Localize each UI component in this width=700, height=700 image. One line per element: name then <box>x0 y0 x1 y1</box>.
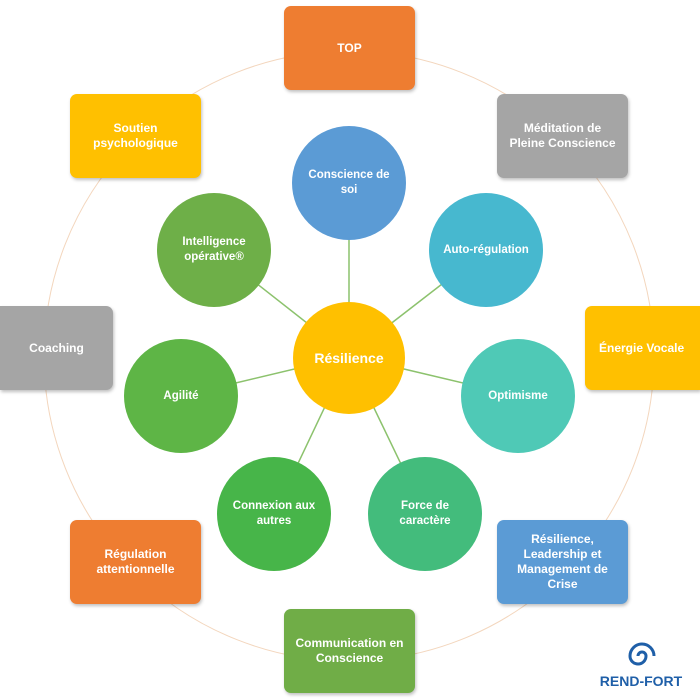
circle-intelligence-operative: Intelligence opérative® <box>157 193 271 307</box>
box-resilience-leadership: Résilience, Leadership et Management de … <box>497 520 628 604</box>
box-communication: Communication en Conscience <box>284 609 415 693</box>
circle-label: Intelligence opérative® <box>182 236 246 263</box>
circle-label: Connexion aux autres <box>232 500 316 527</box>
box-coaching: Coaching <box>0 306 113 390</box>
box-top: TOP <box>284 6 415 90</box>
circle-label: Force de caractère <box>399 500 451 527</box>
box-label: Coaching <box>29 340 84 355</box>
circle-agilite: Agilité <box>124 339 238 453</box>
circle-connexion-aux-autres: Connexion aux autres <box>217 457 331 571</box>
box-label: Communication en Conscience <box>295 636 404 665</box>
circle-optimisme: Optimisme <box>461 339 575 453</box>
circle-conscience-de-soi: Conscience de soi <box>292 126 406 240</box>
circle-label: Optimisme <box>488 389 548 402</box>
box-regulation-attentionnelle: Régulation attentionnelle <box>70 520 201 604</box>
circle-force-de-caractere: Force de caractère <box>368 457 482 571</box>
circle-label: Conscience de soi <box>308 169 390 196</box>
rend-fort-logo: REND-FORT <box>600 642 683 689</box>
circle-auto-regulation: Auto-régulation <box>429 193 543 307</box>
box-label: Régulation attentionnelle <box>96 547 175 576</box>
center-label: Résilience <box>314 349 384 366</box>
box-meditation: Méditation de Pleine Conscience <box>497 94 628 178</box>
box-label: Résilience, Leadership et Management de … <box>517 532 608 591</box>
logo-spiral-icon <box>628 642 656 666</box>
box-label: Méditation de Pleine Conscience <box>509 121 616 150</box>
box-label: Soutien psychologique <box>93 121 178 150</box>
box-soutien-psychologique: Soutien psychologique <box>70 94 201 178</box>
box-label: TOP <box>337 40 362 55</box>
circle-label: Agilité <box>163 389 199 402</box>
logo-text: REND-FORT <box>600 673 683 689</box>
circle-label: Auto-régulation <box>443 243 529 256</box>
box-label: Énergie Vocale <box>599 340 685 355</box>
circle-resilience-center: Résilience <box>293 302 405 414</box>
box-energie-vocale: Énergie Vocale <box>585 306 700 390</box>
